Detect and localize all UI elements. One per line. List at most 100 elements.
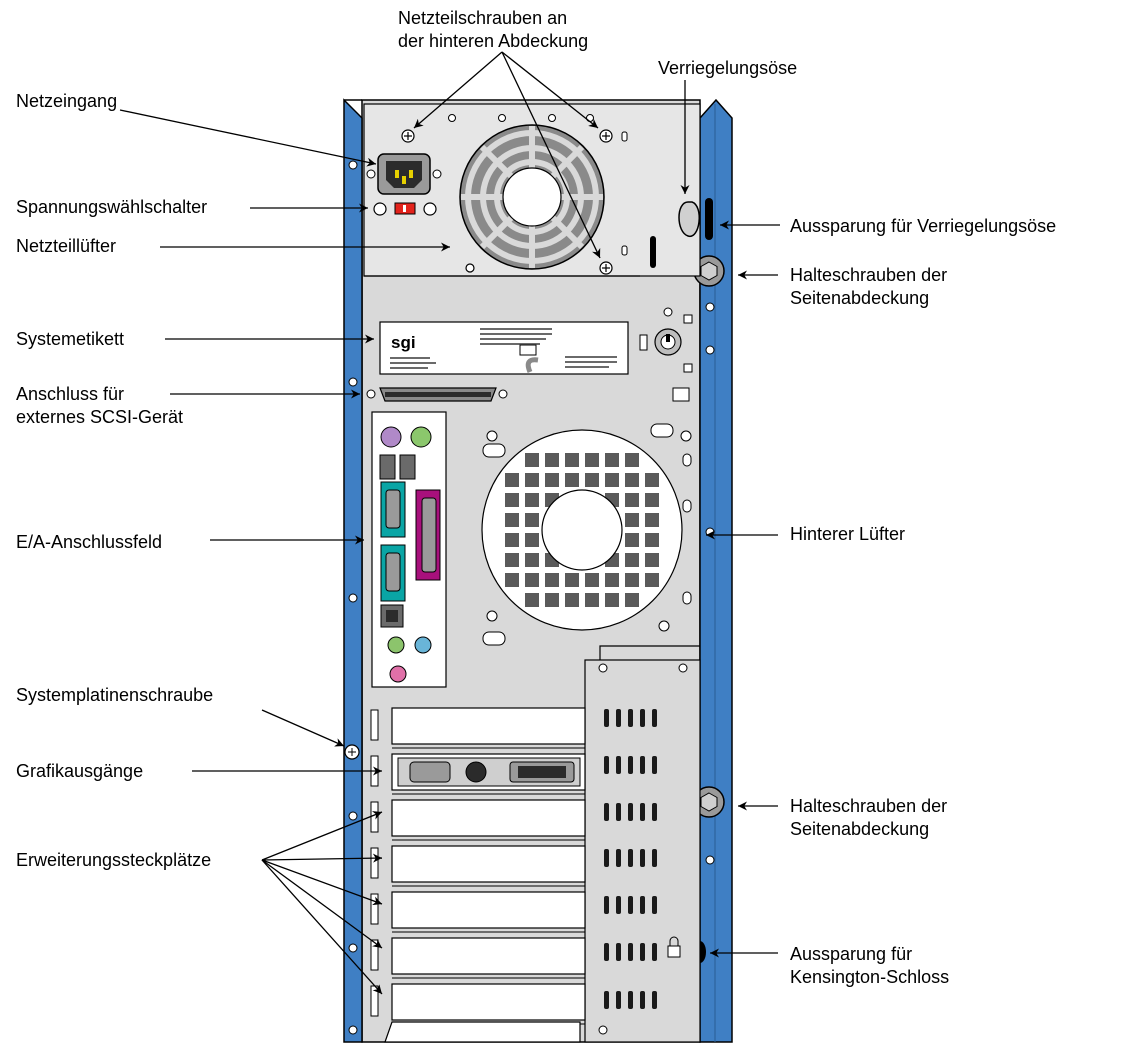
fan-grille-cell	[625, 553, 639, 567]
dvi-pins	[518, 766, 566, 778]
vent-slot	[616, 896, 621, 914]
vent-slot	[616, 756, 621, 774]
label-psu-screws: Netzteilschrauben an der hinteren Abdeck…	[398, 7, 588, 53]
vent-slot	[628, 849, 633, 867]
vent-slot	[640, 709, 645, 727]
mainboard-screw-icon	[345, 745, 359, 759]
label-psu-fan: Netzteillüfter	[16, 235, 116, 257]
label-io-panel: E/A-Anschlussfeld	[16, 531, 162, 553]
label-psu-screws-line1: Netzteilschrauben an	[398, 7, 588, 30]
vent-slot	[628, 709, 633, 727]
fan-grille-cell	[625, 473, 639, 487]
label-scsi-connector-line2: externes SCSI-Gerät	[16, 406, 183, 429]
fan-grille-cell	[565, 473, 579, 487]
io-panel-icon	[372, 412, 446, 687]
fan-grille-cell	[545, 453, 559, 467]
fan-grille-cell	[645, 473, 659, 487]
vent-slot	[604, 943, 609, 961]
vent-slot	[616, 803, 621, 821]
label-power-inlet: Netzeingang	[16, 90, 117, 112]
vent-slot	[616, 709, 621, 727]
leader-line	[120, 110, 376, 164]
lock-loop-cutout	[705, 198, 713, 240]
fan-grille-cell	[545, 573, 559, 587]
slot-cover	[392, 892, 585, 928]
fan-grille-cell	[605, 453, 619, 467]
fan-grille-cell	[625, 513, 639, 527]
slot-tab	[371, 894, 378, 924]
fan-grille-cell	[505, 533, 519, 547]
label-kensington-cutout-line1: Aussparung für	[790, 943, 949, 966]
vent-slot	[652, 943, 657, 961]
slot-cover	[392, 800, 585, 836]
leader-line	[262, 710, 344, 746]
fan-grille-cell	[625, 593, 639, 607]
vent-slot	[604, 849, 609, 867]
label-scsi-connector-line1: Anschluss für	[16, 383, 183, 406]
slot-tab	[371, 986, 378, 1016]
label-mainboard-screw: Systemplatinenschraube	[16, 684, 213, 706]
vent-slot	[640, 849, 645, 867]
case-left-rail	[344, 100, 362, 1042]
fan-grille-cell	[525, 493, 539, 507]
label-side-cover-screws-bottom-line2: Seitenabdeckung	[790, 818, 947, 841]
label-expansion-slots: Erweiterungssteckplätze	[16, 849, 211, 871]
vent-slot	[652, 896, 657, 914]
fan-grille-cell	[565, 453, 579, 467]
vent-slot	[628, 896, 633, 914]
fan-grille-cell	[645, 553, 659, 567]
vga-port-icon	[410, 762, 450, 782]
power-supply	[364, 104, 700, 276]
slot-cover	[392, 938, 585, 974]
vent-slot	[652, 803, 657, 821]
label-rear-fan: Hinterer Lüfter	[790, 523, 905, 545]
fan-grille-cell	[625, 573, 639, 587]
power-inlet-icon	[367, 154, 441, 194]
vent-slot	[640, 943, 645, 961]
slot-cover	[392, 708, 585, 744]
fan-grille-cell	[525, 553, 539, 567]
vent-slot	[604, 896, 609, 914]
vent-slot	[640, 803, 645, 821]
vent-slot	[652, 849, 657, 867]
label-side-cover-screws-top: Halteschrauben der Seitenabdeckung	[790, 264, 947, 310]
fan-grille-cell	[545, 473, 559, 487]
fan-grille-cell	[505, 513, 519, 527]
fan-grille-cell	[625, 453, 639, 467]
vent-slot	[604, 991, 609, 1009]
fan-grille-cell	[605, 573, 619, 587]
label-lock-loop-cutout: Aussparung für Verriegelungsöse	[790, 215, 1056, 237]
fan-grille-cell	[645, 573, 659, 587]
vent-slot	[640, 991, 645, 1009]
fan-grille-cell	[525, 453, 539, 467]
vent-slot	[652, 756, 657, 774]
fan-grille-cell	[605, 473, 619, 487]
fan-grille-cell	[585, 593, 599, 607]
vent-slot	[616, 991, 621, 1009]
fan-grille-cell	[605, 593, 619, 607]
vent-slot	[616, 849, 621, 867]
fan-grille-cell	[645, 493, 659, 507]
vent-slot	[628, 803, 633, 821]
system-label: sgi	[380, 322, 628, 374]
label-kensington-cutout-line2: Kensington-Schloss	[790, 966, 949, 989]
label-voltage-switch: Spannungswählschalter	[16, 196, 207, 218]
slot-cover	[392, 846, 585, 882]
vent-slot	[652, 709, 657, 727]
fan-grille-cell	[505, 553, 519, 567]
fan-grille-cell	[505, 573, 519, 587]
label-side-cover-screws-top-line2: Seitenabdeckung	[790, 287, 947, 310]
label-scsi-connector: Anschluss für externes SCSI-Gerät	[16, 383, 183, 429]
svideo-port-icon	[466, 762, 486, 782]
slot-cover	[392, 984, 585, 1020]
fan-grille-cell	[625, 493, 639, 507]
label-lock-loop: Verriegelungsöse	[658, 57, 797, 79]
fan-grille-cell	[565, 573, 579, 587]
slot-tab	[371, 710, 378, 740]
side-cover-right	[700, 100, 732, 1042]
fan-grille-cell	[525, 513, 539, 527]
slot-tab	[371, 802, 378, 832]
fan-grille-cell	[625, 533, 639, 547]
fan-grille-cell	[525, 533, 539, 547]
lock-loop-icon	[679, 202, 699, 236]
